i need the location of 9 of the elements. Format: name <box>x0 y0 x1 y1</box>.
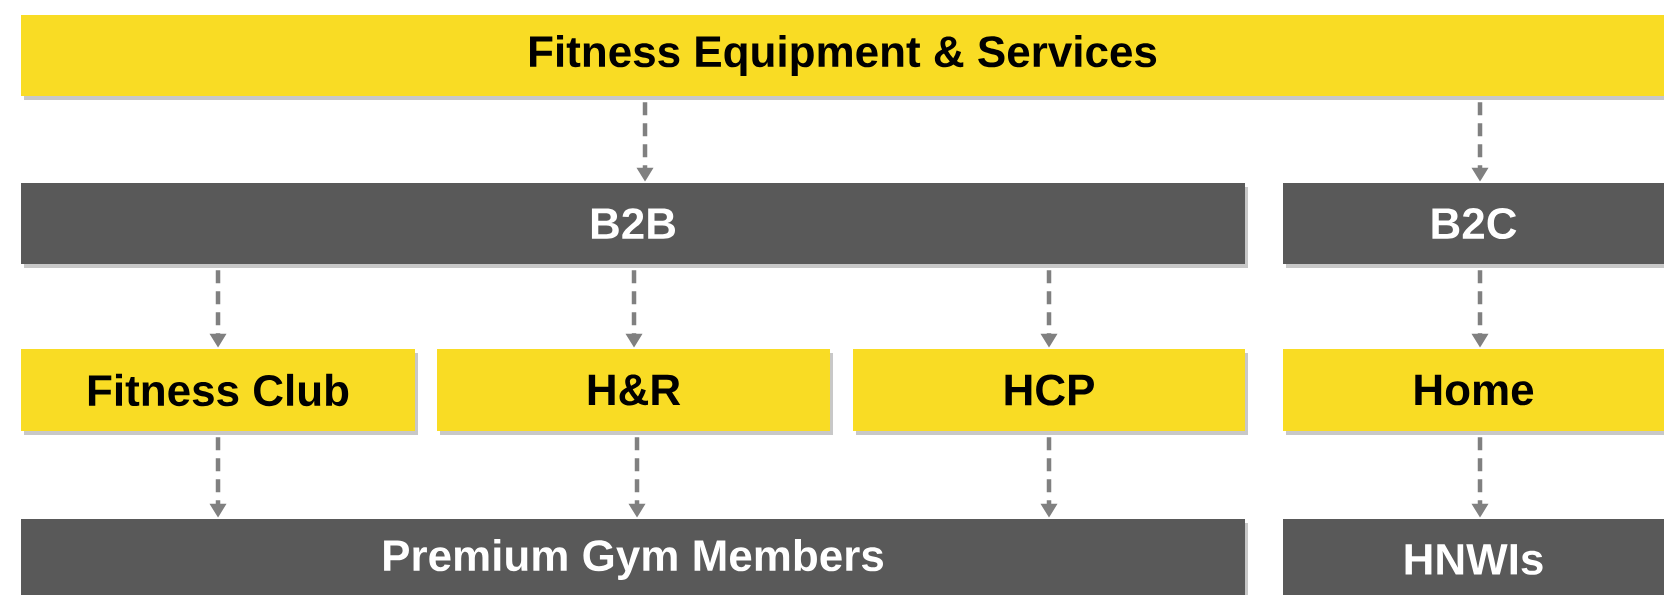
category-box: H&R <box>437 349 833 435</box>
category-box: B2B <box>21 183 1248 268</box>
category-box: Premium Gym Members <box>21 519 1248 595</box>
category-box: Fitness Club <box>21 349 418 435</box>
category-box: Home <box>1283 349 1664 435</box>
title-bar: Fitness Equipment & Services <box>21 15 1664 100</box>
category-box: HNWIs <box>1283 519 1664 595</box>
category-box: B2C <box>1283 183 1664 268</box>
category-box: HCP <box>853 349 1248 435</box>
